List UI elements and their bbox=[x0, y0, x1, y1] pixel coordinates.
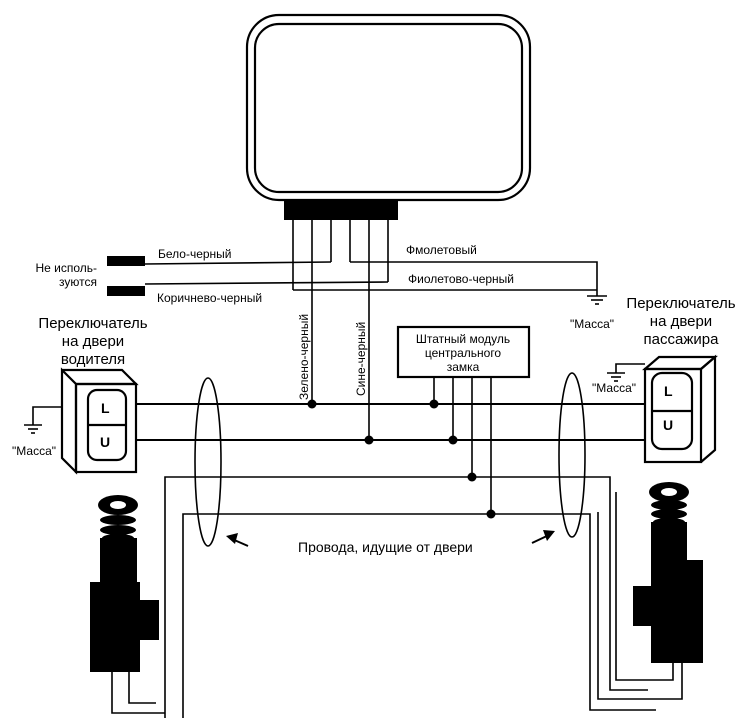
switch-bus bbox=[137, 403, 656, 718]
wire-label-violet-black: Фиолетово-черный bbox=[408, 272, 514, 286]
passenger-switch-label-line1: Переключатель bbox=[626, 295, 735, 312]
door-wires-label: Провода, идущие от двери bbox=[298, 539, 473, 555]
ground-symbol-icon bbox=[607, 372, 625, 382]
passenger-switch-label-line3: пассажира bbox=[644, 331, 720, 348]
violet-wires: Фмолетовый Фиолетово-черный "Масса" bbox=[293, 243, 614, 331]
wire-label-white-black: Бело-черный bbox=[158, 247, 232, 261]
arrow-icon bbox=[531, 530, 555, 544]
wire-label-blue-black: Сине-черный bbox=[354, 322, 368, 396]
passenger-switch-label-line2: на двери bbox=[650, 313, 712, 330]
driver-switch-label-line1: Переключатель bbox=[38, 315, 147, 332]
module-label-line1: Штатный модуль bbox=[416, 332, 510, 346]
splice-dot-icon bbox=[307, 399, 317, 409]
passenger-unlock-key: U bbox=[663, 417, 673, 433]
splice-dot-icon bbox=[467, 472, 477, 482]
ground-label-driver: "Масса" bbox=[12, 444, 56, 458]
ground-label-passenger: "Масса" bbox=[592, 381, 636, 395]
splice-dot-icon bbox=[429, 399, 439, 409]
actuator-icon bbox=[90, 495, 165, 714]
driver-door-switch: Переключатель на двери водителя L U "Мас… bbox=[12, 315, 148, 475]
driver-lock-key: L bbox=[101, 400, 110, 416]
module-label-line2: центрального bbox=[425, 346, 502, 360]
wire-cap-white-black bbox=[107, 256, 145, 266]
central-lock-module: Штатный модуль центрального замка bbox=[396, 325, 531, 514]
unused-label-line1: Не исполь- bbox=[35, 261, 97, 275]
unused-label-line2: зуются bbox=[59, 275, 97, 289]
driver-unlock-key: U bbox=[100, 434, 110, 450]
splice-dot-icon bbox=[486, 509, 496, 519]
wire-label-brown-black: Коричнево-черный bbox=[157, 291, 262, 305]
driver-switch-label-line2: на двери bbox=[62, 333, 124, 350]
splice-dot-icon bbox=[448, 435, 458, 445]
splice-points bbox=[307, 399, 496, 519]
splice-dot-icon bbox=[364, 435, 374, 445]
actuator-icon bbox=[597, 482, 703, 700]
ground-symbol-icon bbox=[24, 424, 42, 434]
passenger-door-switch: Переключатель на двери пассажира L U "Ма… bbox=[592, 295, 736, 464]
control-unit bbox=[245, 13, 532, 440]
wire-cap-brown-black bbox=[107, 286, 145, 296]
driver-switch-label-line3: водителя bbox=[61, 351, 125, 368]
ground-label-top: "Масса" bbox=[570, 317, 614, 331]
arrow-icon bbox=[226, 533, 249, 547]
unused-wires: Не исполь- зуются Бело-черный Коричнево-… bbox=[35, 247, 389, 305]
control-unit-connector bbox=[284, 200, 398, 220]
wire-label-violet: Фмолетовый bbox=[406, 243, 477, 257]
door-harness-left bbox=[194, 377, 222, 547]
passenger-lock-key: L bbox=[664, 383, 673, 399]
wire-label-green-black: Зелено-черный bbox=[297, 314, 311, 400]
module-label-line3: замка bbox=[447, 360, 480, 374]
ground-symbol-icon bbox=[587, 290, 607, 305]
door-harness-right bbox=[558, 372, 586, 538]
